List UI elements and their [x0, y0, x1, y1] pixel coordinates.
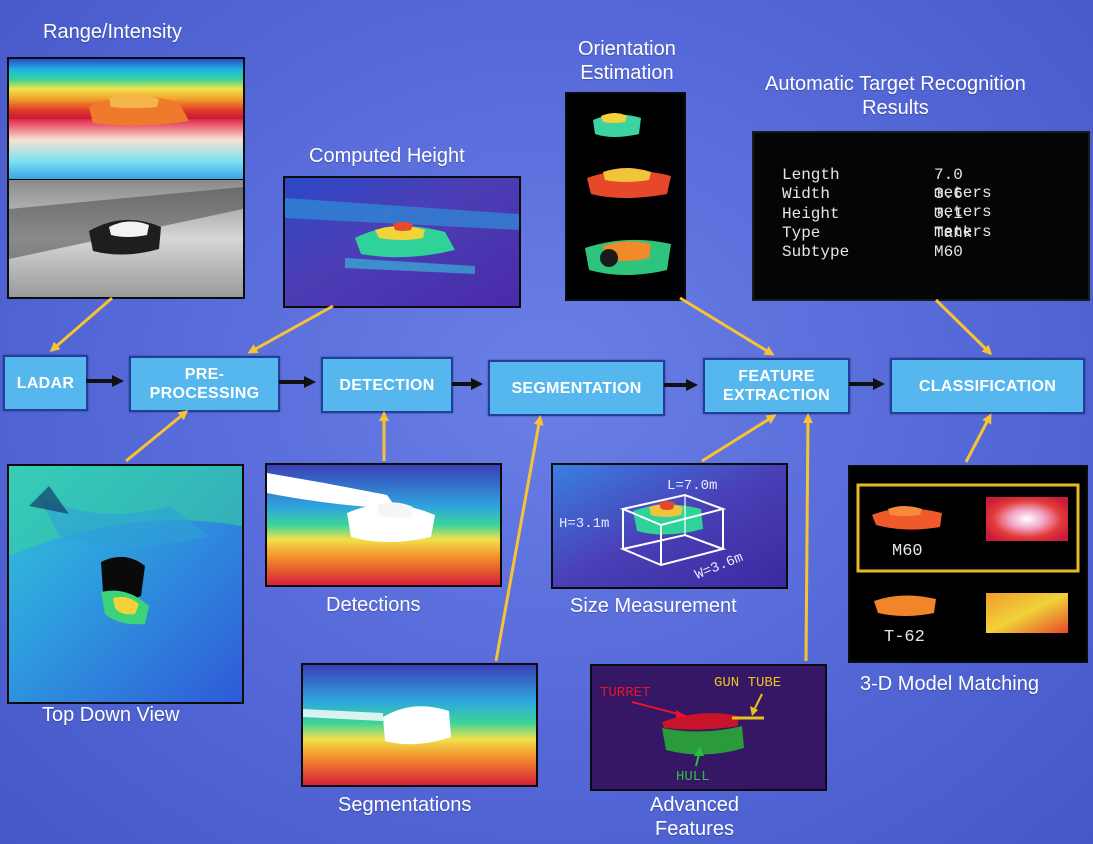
link-topdown-to-preprocessing: [126, 412, 186, 461]
link-advanced-to-feature: [806, 416, 808, 661]
link-matching-to-classification: [966, 416, 990, 462]
link-orientation-to-feature: [680, 298, 772, 354]
link-height-to-preprocessing: [250, 306, 333, 352]
link-size-to-feature: [702, 416, 774, 461]
link-segmentations-to-segmentation: [496, 418, 540, 661]
link-results-to-classification: [936, 300, 990, 353]
link-range-to-ladar: [52, 298, 112, 350]
